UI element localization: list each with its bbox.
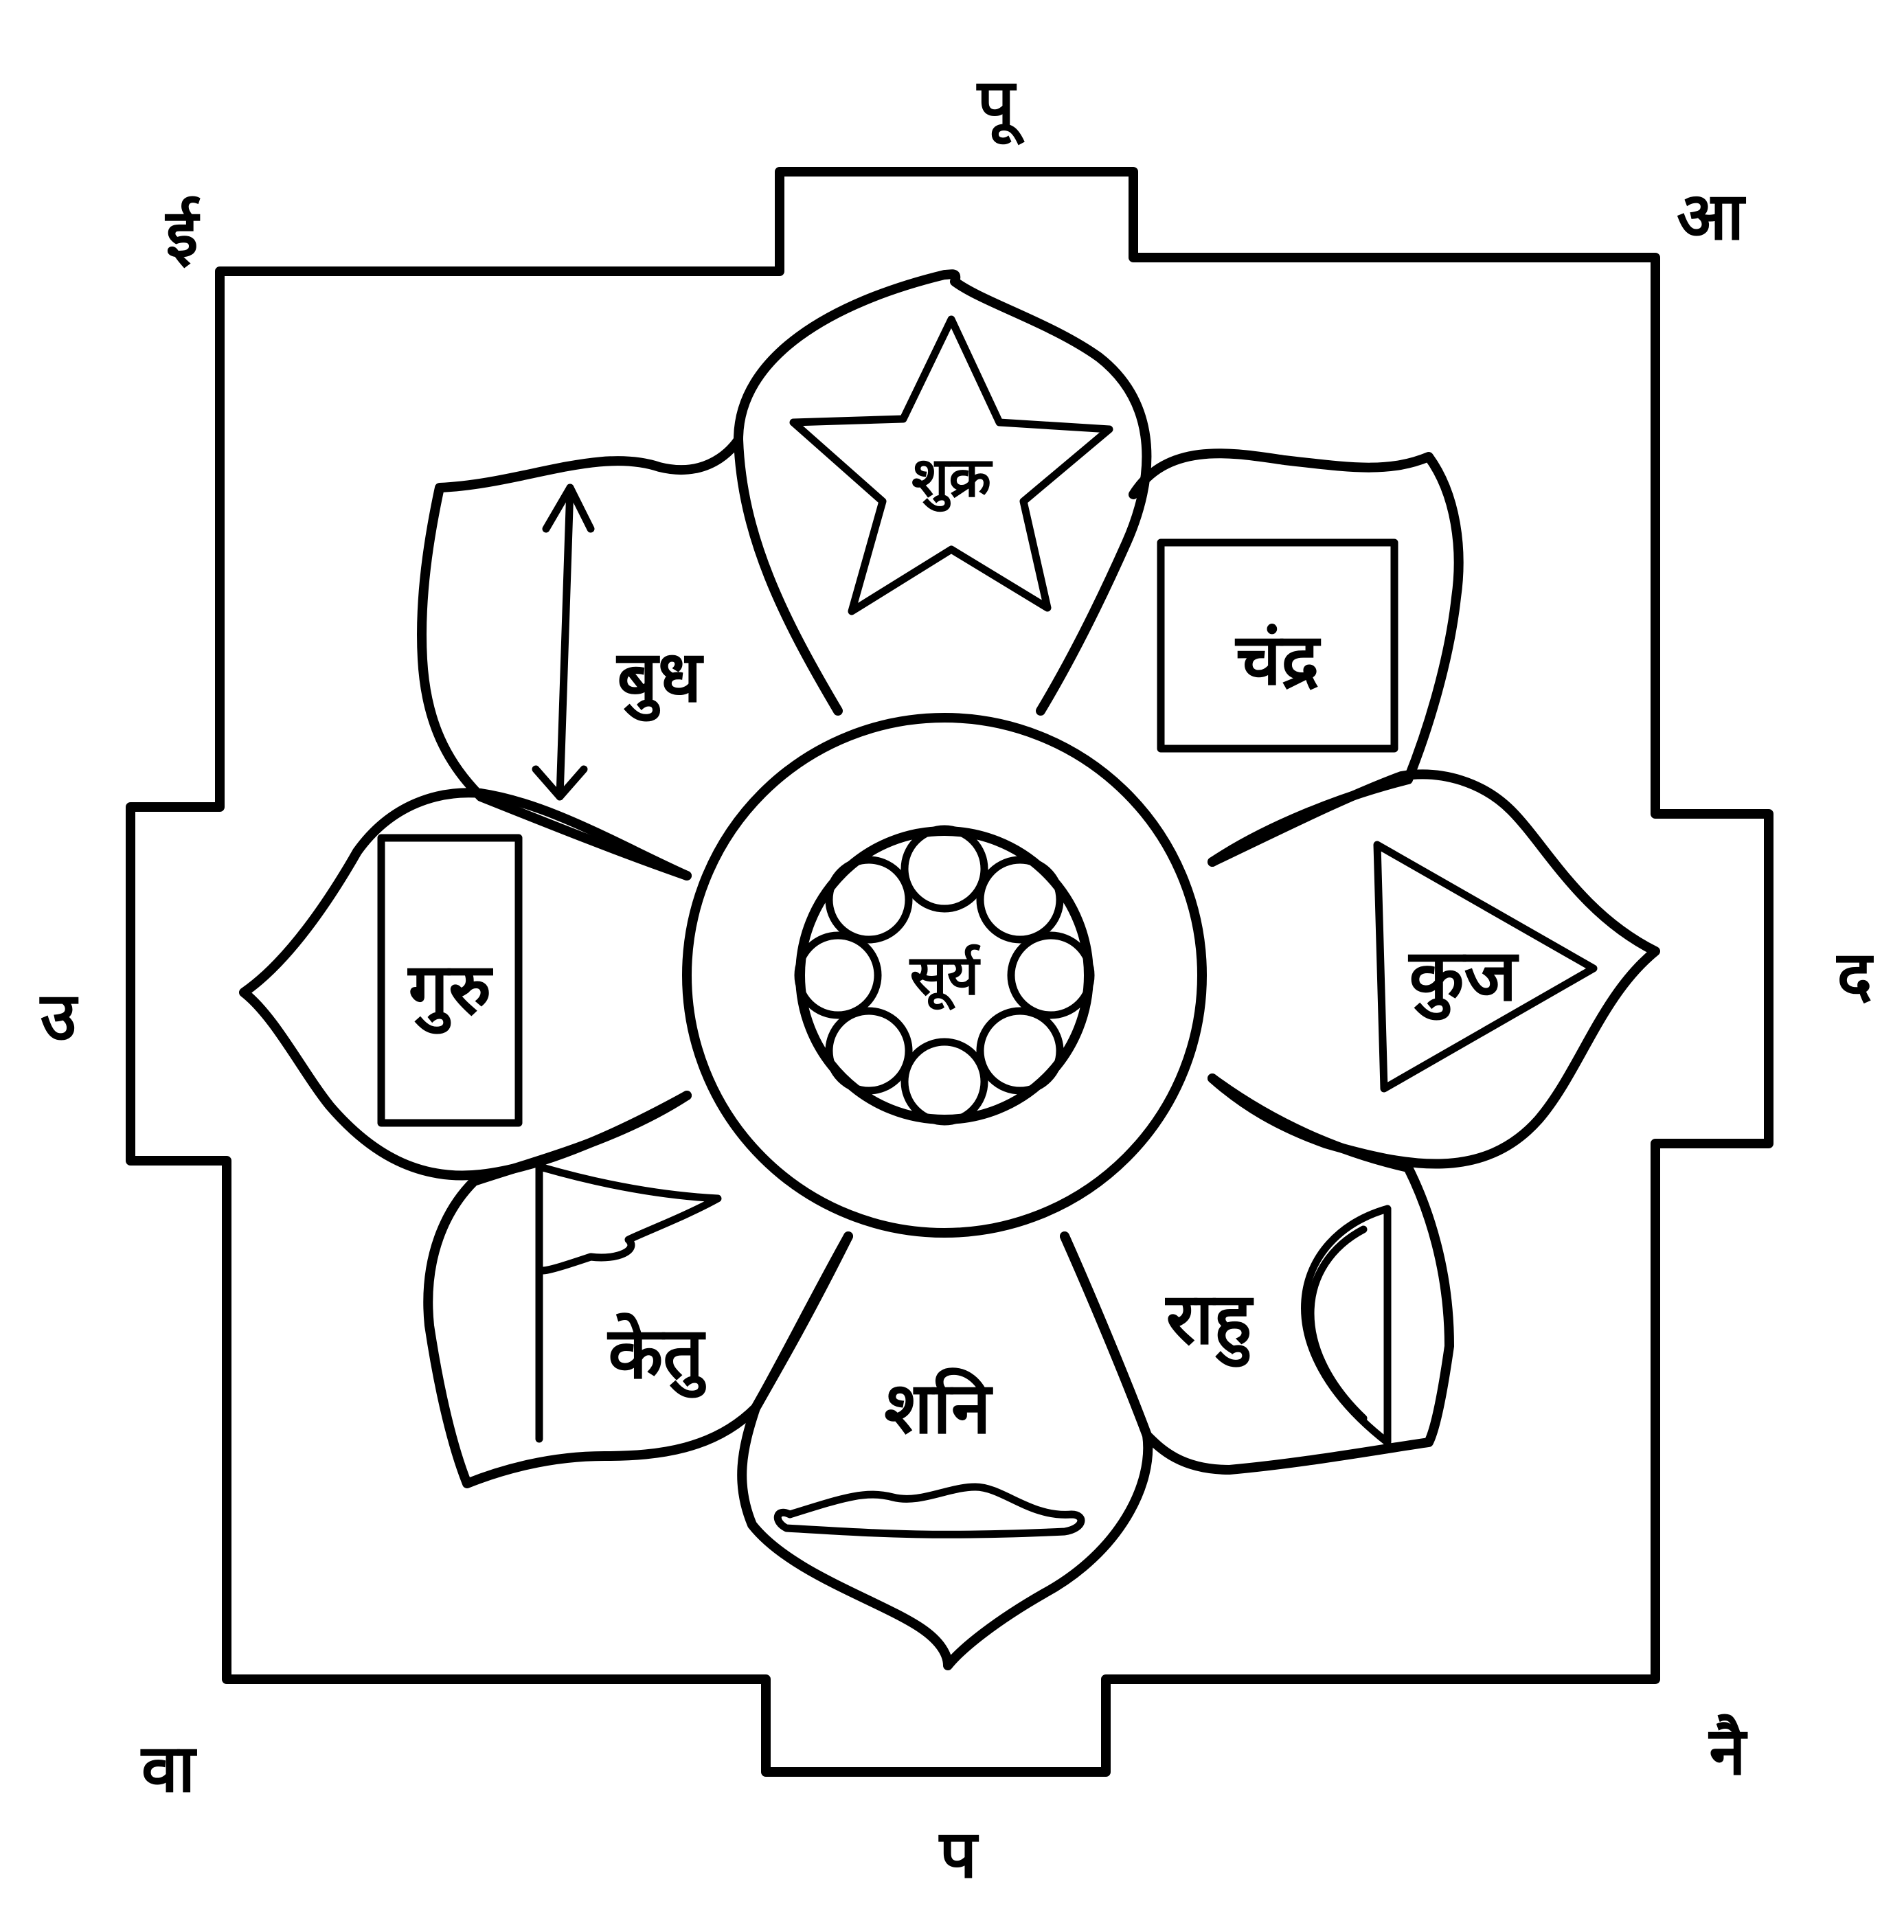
planet-bottom: शनि (884, 1366, 993, 1450)
planet-top: शुक्र (911, 446, 993, 512)
petal-lower-left (423, 1091, 853, 1488)
direction-south-east: आ (1677, 178, 1747, 255)
petal-left (239, 788, 692, 1181)
petal-upper-left (417, 435, 743, 880)
planet-upper-left: बुध (615, 635, 704, 722)
outer-ring (682, 713, 1207, 1238)
planet-right: कुज (1407, 933, 1519, 1021)
star-symbol (789, 315, 1113, 615)
direction-north-west: वा (140, 1730, 197, 1807)
petal-top (734, 269, 1152, 716)
outer-border (126, 167, 1773, 1777)
arrow-symbol (532, 484, 595, 801)
direction-south: द (1836, 937, 1874, 1014)
direction-east: पू (976, 65, 1025, 146)
rectangle-symbol (377, 834, 523, 1127)
petal-bottom (737, 1231, 1153, 1670)
planet-center: सूर्य (909, 944, 981, 1011)
direction-west: प (938, 1816, 979, 1893)
crescent-symbol (1301, 1205, 1392, 1446)
planet-lower-right: राहु (1165, 1277, 1254, 1367)
direction-north: उ (39, 978, 79, 1055)
bow-symbol (773, 1483, 1085, 1538)
planet-left: गुरु (407, 947, 494, 1034)
direction-south-west: नै (1708, 1713, 1748, 1790)
planet-lower-left: केतु (607, 1311, 706, 1398)
triangle-symbol (1373, 841, 1598, 1093)
direction-north-east: ई (164, 195, 200, 272)
center-lotus (794, 825, 1095, 1126)
planet-upper-right: चंद्र (1234, 617, 1321, 701)
square-symbol (1157, 538, 1398, 753)
petal-lower-right (1060, 1073, 1454, 1475)
flag-symbol (535, 1163, 722, 1443)
